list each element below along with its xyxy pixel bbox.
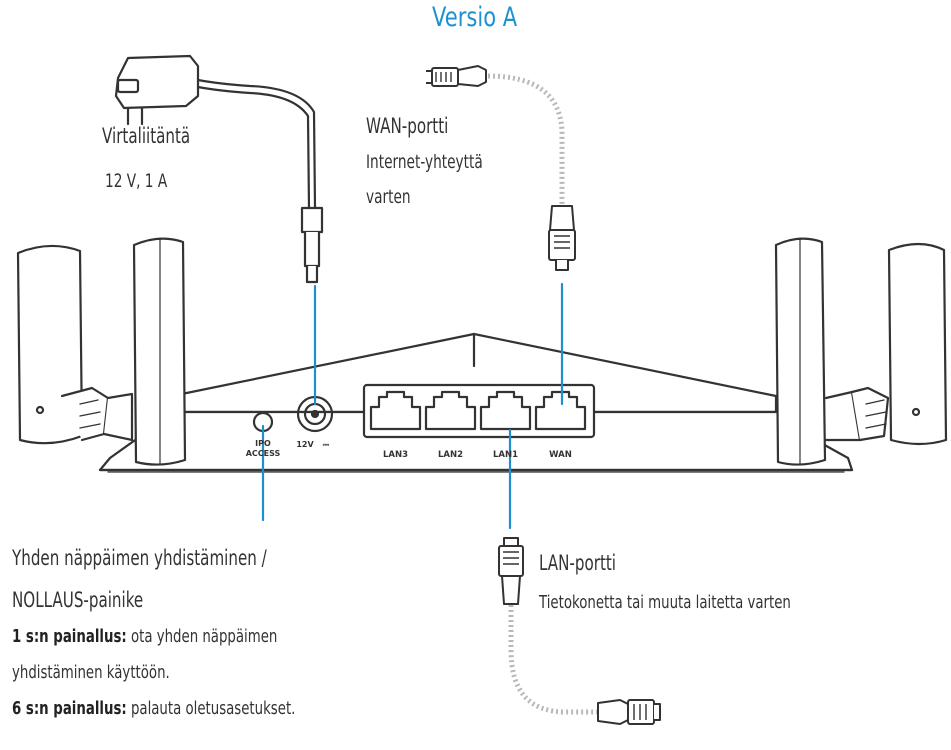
wan-cable-top-plug (426, 65, 487, 87)
callout-lines (261, 282, 564, 530)
right-antennas (774, 237, 948, 466)
port-label-lan1: LAN1 (493, 450, 518, 460)
router-body (98, 332, 854, 473)
lan-label: LAN-portti (539, 551, 617, 575)
reset-press1-text: ota yhden näppäimen (126, 626, 278, 647)
reset-press6: 6 s:n painallus: palauta oletusasetukset… (12, 700, 295, 718)
ethernet-port-lan2 (424, 390, 477, 431)
reset-title-line1: Yhden näppäimen yhdistäminen / (12, 546, 267, 570)
wps-label-line1: IPO (255, 439, 271, 448)
wan-label: WAN-portti (366, 114, 449, 138)
wan-desc-line2: varten (366, 186, 411, 208)
lan-cable-bottom-plug (597, 699, 661, 725)
power-label: Virtaliitäntä (102, 124, 191, 148)
reset-press1-cont: yhdistäminen käyttöön. (12, 662, 170, 683)
lan-cable (498, 537, 661, 725)
dc-label: 12V (296, 440, 314, 449)
wan-desc-line1: Internet-yhteyttä (366, 151, 483, 173)
reset-press6-bold: 6 s:n painallus: (12, 698, 127, 719)
lan-cable-top-plug (498, 537, 524, 605)
reset-title-line2: NOLLAUS-painike (12, 588, 144, 612)
port-label-lan3: LAN3 (383, 450, 408, 460)
ethernet-port-lan1 (479, 390, 532, 431)
reset-press6-text: palauta oletusasetukset. (126, 698, 296, 719)
wps-label-line2: ACCESS (246, 449, 281, 458)
left-antennas (16, 237, 187, 466)
ethernet-port-lan3 (369, 390, 422, 431)
reset-press1: 1 s:n painallus: ota yhden näppäimen (12, 628, 277, 646)
port-label-wan: WAN (549, 450, 572, 460)
ethernet-port-wan (534, 390, 587, 431)
power-spec: 12 V, 1 A (105, 170, 168, 192)
wan-cable (426, 65, 576, 271)
wan-cable-bottom-plug (548, 205, 576, 271)
port-label-lan2: LAN2 (438, 450, 463, 460)
page-title: Versio A (432, 2, 518, 33)
reset-press1-bold: 1 s:n painallus: (12, 626, 127, 647)
power-adapter (114, 54, 324, 284)
dc-symbol: ⎓ (323, 440, 330, 449)
lan-desc: Tietokonetta tai muuta laitetta varten (539, 592, 791, 613)
